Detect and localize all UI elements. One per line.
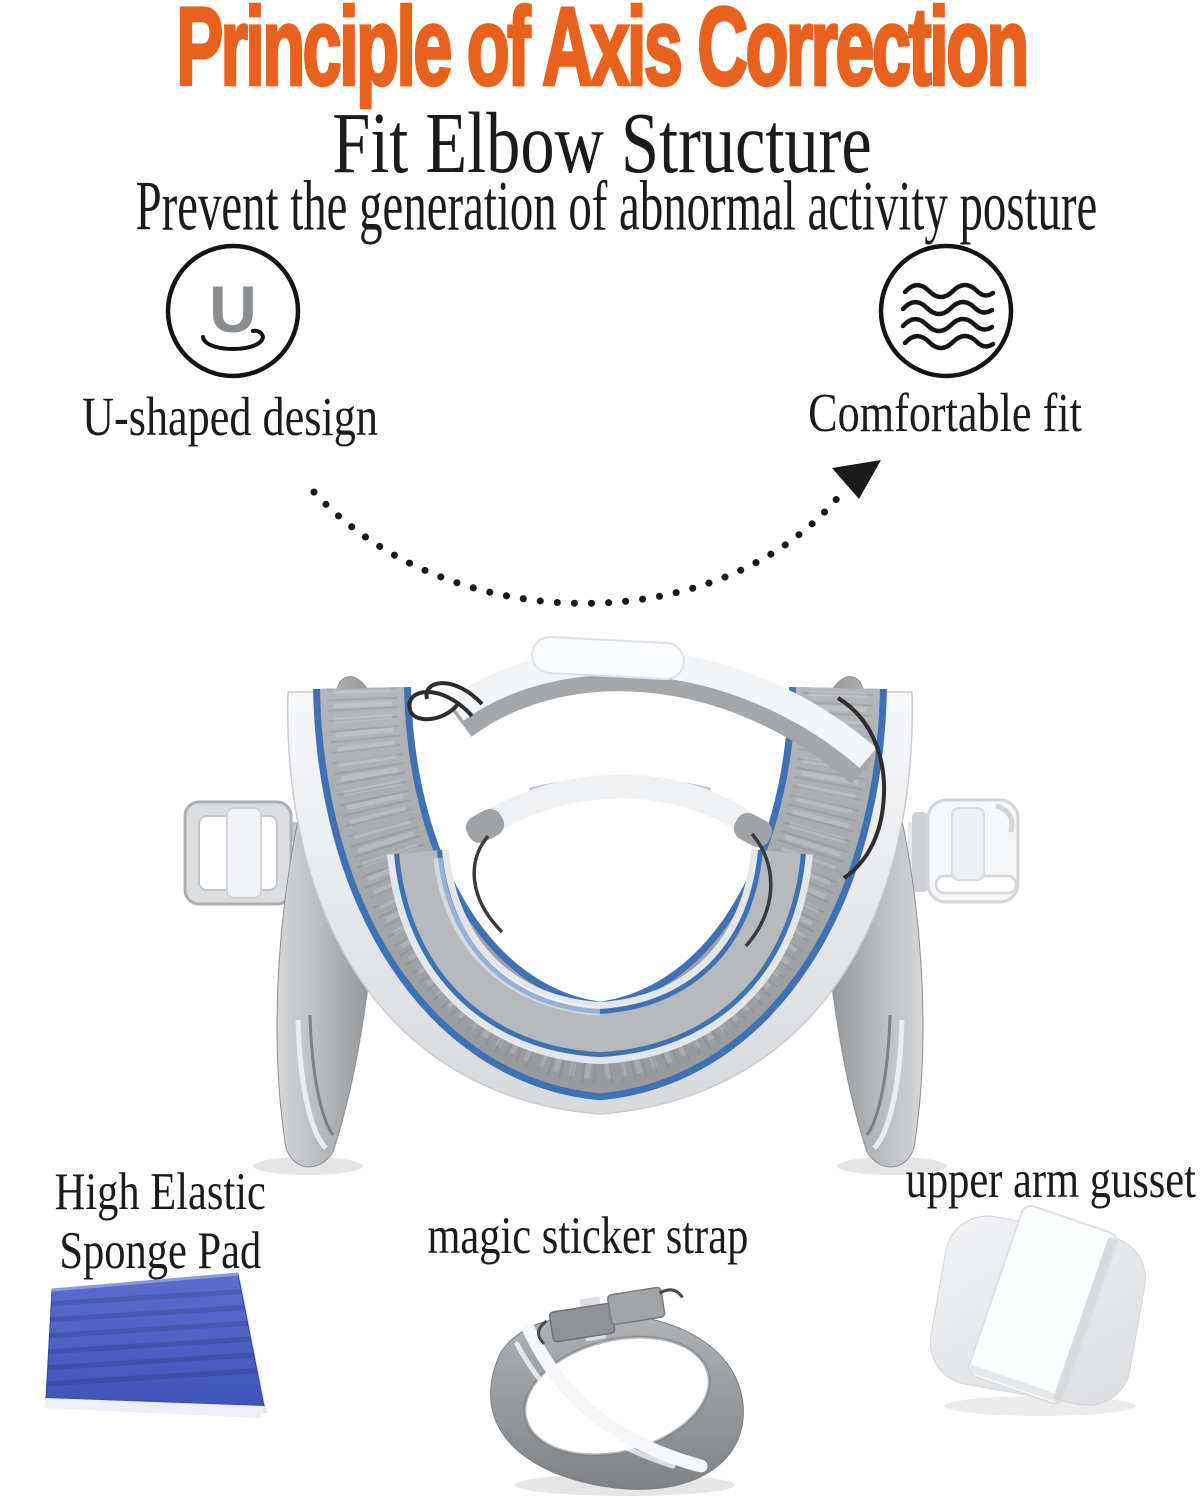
part-high-elastic-sponge-pad-label: High Elastic Sponge Pad [0, 1162, 320, 1280]
u-glyph: U [209, 272, 257, 346]
page-subtitle: Fit Elbow Structure [0, 100, 1203, 186]
feature-label-u-shaped: U-shaped design [82, 388, 378, 448]
right-buckle [908, 798, 1020, 904]
feature-u-shaped: U-shaped design [30, 388, 430, 448]
strap-image [490, 1286, 744, 1496]
u-shape-icon: U [165, 243, 301, 379]
gusset-image [929, 1204, 1146, 1416]
part1-label-line1: High Elastic [54, 1162, 266, 1221]
elbow-brace-image [183, 635, 1020, 1175]
part2-label: magic sticker strap [427, 1206, 749, 1265]
curved-arrow-icon [310, 460, 881, 607]
page-tagline-text: Prevent the generation of abnormal activ… [135, 167, 1098, 245]
feature-label-comfortable: Comfortable fit [808, 384, 1082, 444]
page-tagline: Prevent the generation of abnormal activ… [0, 171, 1203, 242]
part-magic-sticker-strap-label: magic sticker strap [388, 1206, 788, 1265]
part-upper-arm-gusset-label: upper arm gusset [880, 1150, 1203, 1209]
page-subtitle-text: Fit Elbow Structure [331, 95, 872, 192]
feature-comfortable: Comfortable fit [745, 384, 1145, 444]
page-title: Principle of Axis Correction [175, 0, 1030, 108]
part3-label: upper arm gusset [905, 1150, 1196, 1209]
waves-icon [878, 243, 1014, 379]
sponge-pad-image [44, 1272, 267, 1418]
part1-label-line2: Sponge Pad [59, 1220, 261, 1280]
